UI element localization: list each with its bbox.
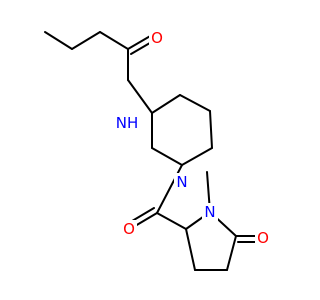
bond-c3-c4 — [99, 31, 129, 50]
atom-o-amide-label: O — [151, 29, 163, 47]
atom-n-amide-label: NH — [116, 114, 139, 132]
atom-n-pyrrolidone-label: N — [204, 203, 215, 221]
bond-ring-c3-c4 — [151, 94, 181, 114]
molecule-structure: O NH N O N O — [44, 29, 271, 271]
bond-c-carbonyl-c2p — [156, 212, 187, 230]
bond-c5p-c4p — [226, 235, 237, 271]
bond-ring-n1-c2 — [151, 147, 183, 166]
bond-ring-c4-c5 — [179, 94, 211, 112]
atom-o-lactam-label: O — [257, 229, 269, 247]
bond-ring-c6-n1 — [181, 147, 213, 166]
bond-ring-c5-c6 — [209, 110, 213, 149]
bond-c4-o-amide-1 — [127, 34, 153, 50]
atom-n-pyrrolidone: N — [202, 203, 218, 221]
atom-o-amide: O — [149, 29, 165, 47]
bond-n-amide-c3 — [127, 79, 153, 114]
atom-o-ketone-label: O — [123, 220, 135, 238]
atom-n-amide: NH — [113, 114, 141, 132]
atom-o-lactam: O — [255, 229, 271, 247]
atom-n-piperidine: N — [174, 173, 190, 191]
bond-c3p-c2p — [185, 228, 196, 271]
atom-n-piperidine-label: N — [176, 173, 187, 191]
bond-c1-c2 — [44, 31, 73, 50]
bond-c2-c3 — [71, 31, 101, 50]
atom-o-ketone: O — [121, 220, 137, 238]
